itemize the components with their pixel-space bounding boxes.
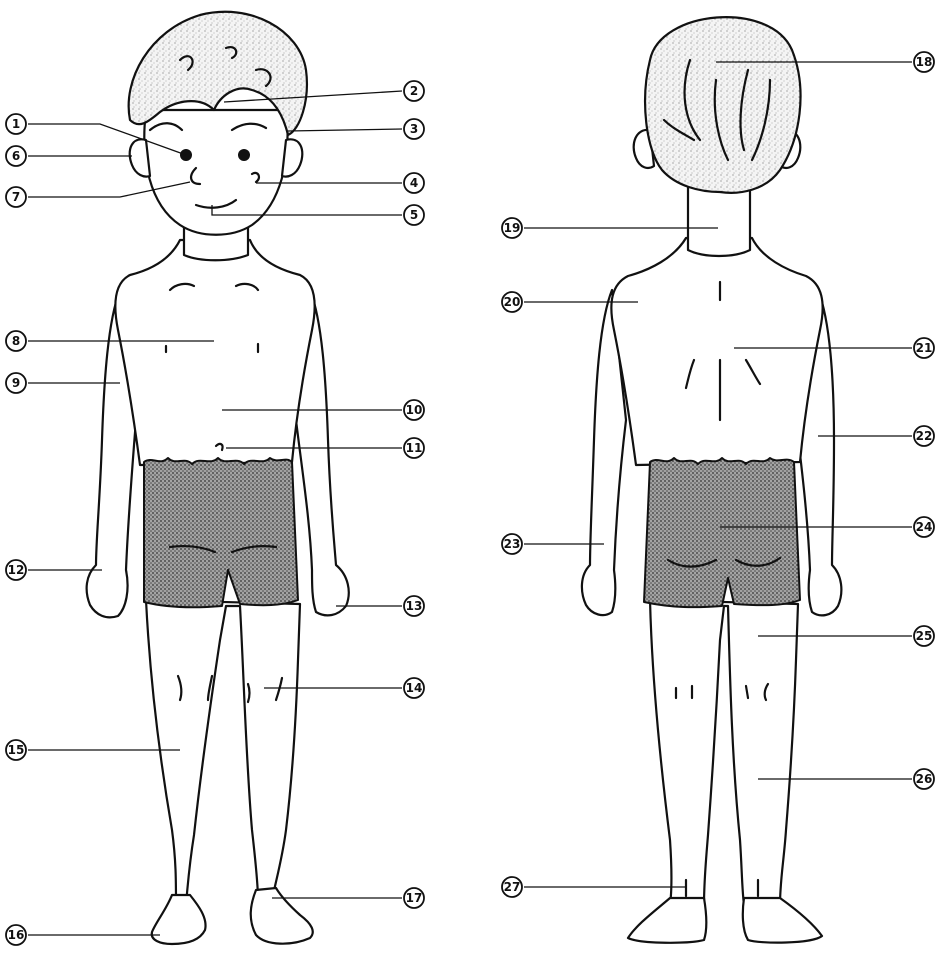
svg-text:24: 24 — [916, 520, 933, 534]
front-shorts — [144, 458, 298, 607]
back-hair — [645, 17, 800, 193]
label-26: 26 — [914, 769, 934, 789]
back-neck — [688, 185, 750, 256]
svg-text:21: 21 — [916, 341, 933, 355]
label-13: 13 — [404, 596, 424, 616]
front-left-foot — [251, 888, 313, 944]
back-figure — [582, 17, 841, 943]
svg-text:17: 17 — [406, 891, 423, 905]
svg-text:10: 10 — [406, 403, 423, 417]
front-right-foot — [152, 895, 206, 944]
label-17: 17 — [404, 888, 424, 908]
front-ear-left — [282, 139, 302, 176]
leader-2 — [224, 91, 402, 102]
label-15: 15 — [6, 740, 26, 760]
label-14: 14 — [404, 678, 424, 698]
svg-text:22: 22 — [916, 429, 933, 443]
label-18: 18 — [914, 52, 934, 72]
back-left-foot — [743, 898, 822, 943]
label-9: 9 — [6, 373, 26, 393]
label-8: 8 — [6, 331, 26, 351]
svg-text:25: 25 — [916, 629, 933, 643]
label-7: 7 — [6, 187, 26, 207]
label-3: 3 — [404, 119, 424, 139]
label-19: 19 — [502, 218, 522, 238]
svg-text:1: 1 — [12, 117, 20, 131]
svg-text:20: 20 — [504, 295, 521, 309]
back-torso — [611, 238, 822, 465]
label-16: 16 — [6, 925, 26, 945]
svg-text:13: 13 — [406, 599, 423, 613]
svg-text:23: 23 — [504, 537, 521, 551]
back-right-foot — [628, 898, 706, 943]
svg-text:8: 8 — [12, 334, 20, 348]
svg-text:15: 15 — [8, 743, 25, 757]
svg-text:2: 2 — [410, 84, 418, 98]
label-4: 4 — [404, 173, 424, 193]
label-12: 12 — [6, 560, 26, 580]
label-1: 1 — [6, 114, 26, 134]
svg-text:11: 11 — [406, 441, 423, 455]
label-22: 22 — [914, 426, 934, 446]
svg-text:27: 27 — [504, 880, 521, 894]
label-11: 11 — [404, 438, 424, 458]
label-2: 2 — [404, 81, 424, 101]
front-legs — [146, 600, 300, 905]
label-27: 27 — [502, 877, 522, 897]
label-21: 21 — [914, 338, 934, 358]
back-legs — [650, 600, 798, 905]
label-23: 23 — [502, 534, 522, 554]
back-shorts — [644, 458, 800, 607]
svg-text:19: 19 — [504, 221, 521, 235]
label-5: 5 — [404, 205, 424, 225]
svg-text:5: 5 — [410, 208, 418, 222]
front-torso — [115, 240, 314, 465]
label-10: 10 — [404, 400, 424, 420]
svg-text:14: 14 — [406, 681, 423, 695]
front-figure — [87, 12, 349, 944]
svg-text:26: 26 — [916, 772, 933, 786]
front-eye-left — [238, 149, 250, 161]
label-25: 25 — [914, 626, 934, 646]
front-ear-right — [130, 139, 150, 176]
label-20: 20 — [502, 292, 522, 312]
svg-text:18: 18 — [916, 55, 933, 69]
svg-text:7: 7 — [12, 190, 20, 204]
label-24: 24 — [914, 517, 934, 537]
svg-text:6: 6 — [12, 149, 20, 163]
svg-text:4: 4 — [410, 176, 418, 190]
svg-text:12: 12 — [8, 563, 25, 577]
svg-text:3: 3 — [410, 122, 418, 136]
svg-text:9: 9 — [12, 376, 20, 390]
svg-text:16: 16 — [8, 928, 25, 942]
leader-3 — [288, 129, 402, 131]
label-6: 6 — [6, 146, 26, 166]
